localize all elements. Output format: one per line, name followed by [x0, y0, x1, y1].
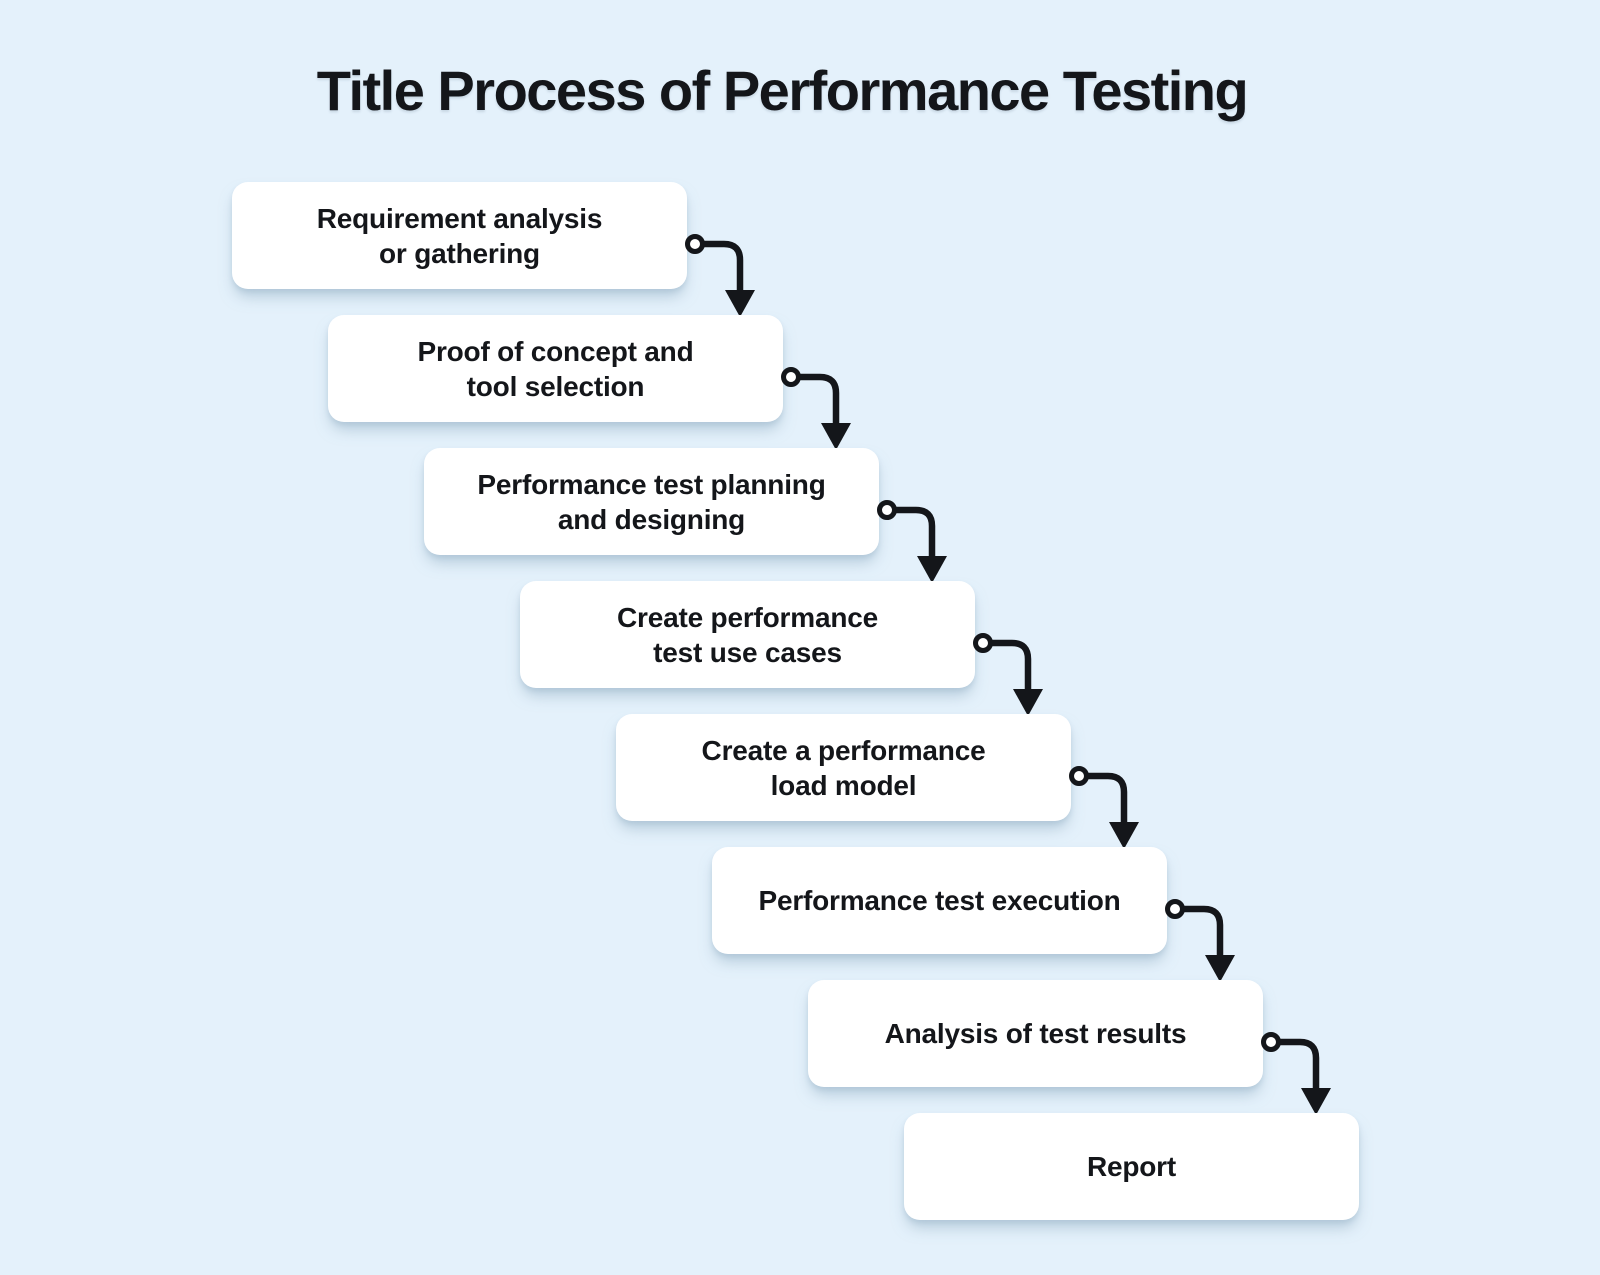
step-label-line: Requirement analysis — [316, 202, 603, 234]
step-label-line: Report — [1086, 1151, 1177, 1182]
step-box-test-planning: Performance test planning and designing — [424, 448, 947, 583]
step-box-analysis-results: Analysis of test results — [808, 980, 1331, 1115]
connector-dot-icon — [877, 500, 897, 520]
connector-arrow-3 — [877, 500, 947, 583]
connector-elbow-line — [703, 240, 744, 292]
arrow-down-icon — [725, 290, 755, 317]
step-label-line: load model — [770, 769, 917, 801]
arrow-down-icon — [1013, 689, 1043, 716]
connector-elbow-line — [895, 506, 936, 558]
step-label: Report — [904, 1113, 1359, 1220]
step-label: Analysis of test results — [808, 980, 1263, 1087]
connector-dot-icon — [685, 234, 705, 254]
step-box-proof-of-concept: Proof of concept and tool selection — [328, 315, 851, 450]
connector-dot-icon — [973, 633, 993, 653]
arrow-down-icon — [917, 556, 947, 583]
step-label: Create a performance load model — [616, 714, 1071, 821]
connector-arrow-1 — [685, 234, 755, 317]
connector-dot-icon — [1165, 899, 1185, 919]
step-label-line: and designing — [557, 503, 746, 535]
step-label-line: Create performance — [617, 601, 878, 633]
page-title: Title Process of Performance Testing — [316, 59, 1249, 122]
arrow-down-icon — [1205, 955, 1235, 982]
step-label-line: Performance test execution — [758, 885, 1121, 916]
step-label-line: Create a performance — [701, 734, 986, 766]
connector-dot-icon — [781, 367, 801, 387]
step-label-line: test use cases — [653, 636, 842, 668]
connector-elbow-line — [1279, 1038, 1320, 1090]
step-label-line: Analysis of test results — [884, 1018, 1187, 1049]
step-box-load-model: Create a performance load model — [616, 714, 1139, 849]
step-label: Requirement analysis or gathering — [232, 182, 687, 289]
step-label: Create performance test use cases — [520, 581, 975, 688]
connector-elbow-line — [991, 639, 1032, 691]
connector-arrow-5 — [1069, 766, 1139, 849]
step-label-line: Performance test planning — [477, 468, 826, 500]
connector-arrow-7 — [1261, 1032, 1331, 1115]
step-label: Performance test execution — [712, 847, 1167, 954]
connector-dot-icon — [1069, 766, 1089, 786]
arrow-down-icon — [821, 423, 851, 450]
connector-arrow-4 — [973, 633, 1043, 716]
step-label: Performance test planning and designing — [424, 448, 879, 555]
connector-elbow-line — [1183, 905, 1224, 957]
step-box-create-use-cases: Create performance test use cases — [520, 581, 1043, 716]
connector-elbow-line — [1087, 772, 1128, 824]
step-box-requirement-analysis: Requirement analysis or gathering — [232, 182, 755, 317]
connector-arrow-2 — [781, 367, 851, 450]
arrow-down-icon — [1301, 1088, 1331, 1115]
step-label-line: or gathering — [379, 237, 540, 269]
connector-elbow-line — [799, 373, 840, 425]
step-box-report: Report — [904, 1113, 1359, 1220]
connector-dot-icon — [1261, 1032, 1281, 1052]
step-label: Proof of concept and tool selection — [328, 315, 783, 422]
step-label-line: tool selection — [466, 370, 645, 402]
step-box-test-execution: Performance test execution — [712, 847, 1235, 982]
arrow-down-icon — [1109, 822, 1139, 849]
connector-arrow-6 — [1165, 899, 1235, 982]
step-label-line: Proof of concept and — [417, 335, 694, 367]
